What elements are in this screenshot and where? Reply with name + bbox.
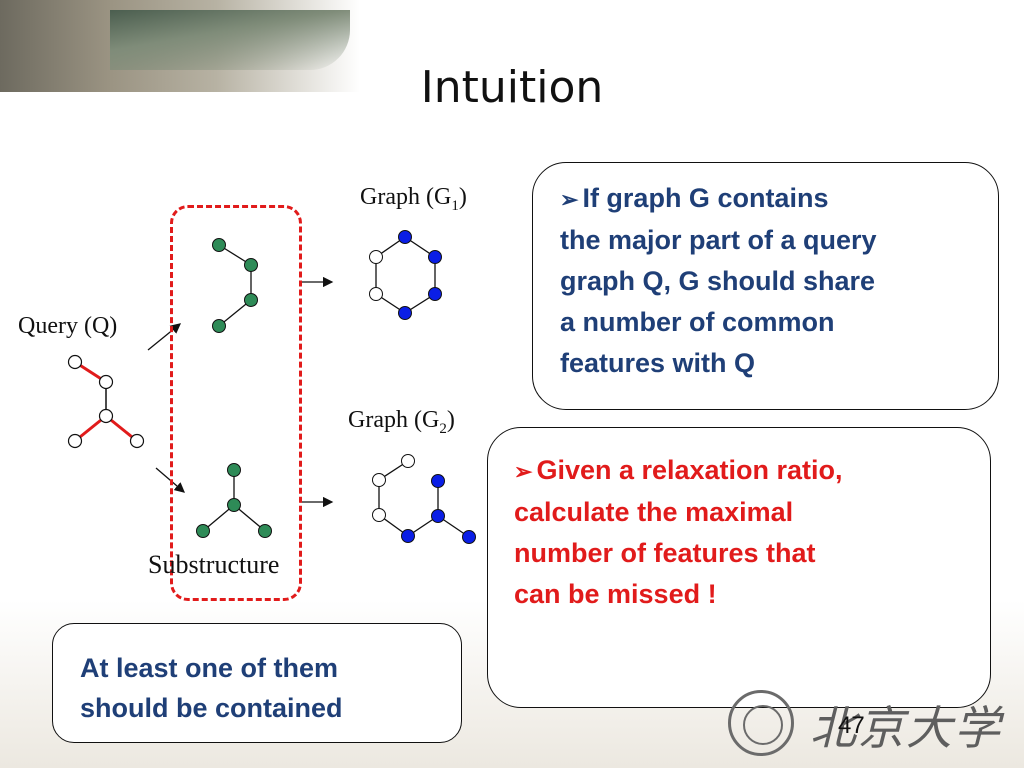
substructure-node	[227, 498, 241, 512]
callout-bottom-line: should be contained	[80, 693, 343, 723]
bullet-arrow-icon: ➢	[560, 187, 579, 212]
graph-node	[428, 250, 442, 264]
substructure-star	[196, 463, 272, 538]
query-label: Query (Q)	[18, 313, 118, 339]
callout-top-line: a number of common	[560, 307, 835, 337]
header-banner-image	[0, 0, 360, 92]
callout-top-box	[532, 162, 999, 410]
callout-top-line: the major part of a query	[560, 225, 877, 255]
callout-top-line: features with Q	[560, 348, 756, 378]
graph-node	[398, 230, 412, 244]
graph-node	[431, 474, 445, 488]
callout-top-line: graph Q, G should share	[560, 266, 876, 296]
banner-roof-decoration	[110, 10, 350, 70]
slide-title: Intuition	[420, 62, 604, 113]
query-node	[67, 354, 83, 370]
page-number: 47	[838, 712, 865, 739]
graph-node	[401, 529, 415, 543]
graph-g2	[372, 454, 476, 544]
callout-top-line: ➢If graph G contains	[560, 183, 829, 213]
query-node	[98, 374, 114, 390]
callout-bottom-text: At least one of them should be contained	[80, 648, 343, 728]
bullet-arrow-icon: ➢	[514, 459, 533, 484]
substructure-path	[212, 238, 258, 333]
callout-middle-text: ➢Given a relaxation ratio, calculate the…	[514, 450, 843, 615]
query-node	[67, 433, 83, 449]
query-graph	[67, 354, 145, 449]
graph-node	[369, 287, 383, 301]
substructure-node	[196, 524, 210, 538]
graph-node	[462, 530, 476, 544]
graph-g1	[369, 230, 442, 320]
callout-bottom-box	[52, 623, 462, 743]
graph-node	[401, 454, 415, 468]
university-calligraphy-logo: 北京大学	[810, 701, 1002, 755]
graph-node	[431, 509, 445, 523]
substructure-dashed-group	[170, 205, 302, 601]
callout-middle-line: number of features that	[514, 538, 816, 568]
query-node	[129, 433, 145, 449]
callout-middle-line: can be missed !	[514, 579, 717, 609]
graph-node	[372, 473, 386, 487]
graph-node	[428, 287, 442, 301]
arrow-query-to-path	[147, 323, 182, 351]
substructure-label: Substructure	[148, 550, 280, 579]
graph-node	[398, 306, 412, 320]
substructure-node	[212, 238, 226, 252]
university-seal-icon	[728, 690, 794, 756]
graph-node	[372, 508, 386, 522]
graph-g1-label: Graph (G1)	[360, 184, 467, 214]
substructure-node	[258, 524, 272, 538]
substructure-node	[244, 258, 258, 272]
callout-top-text: ➢If graph G contains the major part of a…	[560, 178, 877, 384]
callout-middle-line: calculate the maximal	[514, 497, 794, 527]
substructure-node	[212, 319, 226, 333]
graph-node	[369, 250, 383, 264]
callout-bottom-line: At least one of them	[80, 653, 339, 683]
query-node	[98, 408, 114, 424]
callout-middle-line: ➢Given a relaxation ratio,	[514, 455, 843, 485]
seal-inner-ring	[743, 705, 783, 745]
graph-g2-label: Graph (G2)	[348, 407, 455, 437]
substructure-node	[227, 463, 241, 477]
substructure-node	[244, 293, 258, 307]
